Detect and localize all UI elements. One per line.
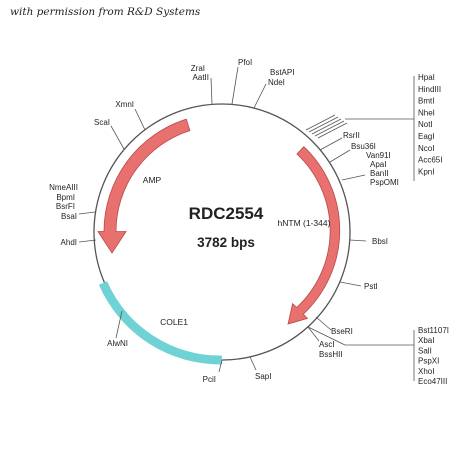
site-label-bseri: BseRI <box>331 327 353 336</box>
site-label-apai: ApaI <box>370 160 386 169</box>
site-label-bsrfi: BsrFI <box>56 202 75 211</box>
tick-bbsi <box>349 239 367 242</box>
site-label-eagi: EagI <box>418 132 434 141</box>
site-label-pcii: PciI <box>203 375 216 384</box>
tick-aatii <box>210 77 213 105</box>
site-label-aatii: AatII <box>193 73 209 82</box>
tick-group-top-5 <box>317 122 348 139</box>
tick-ndei <box>253 83 267 109</box>
tick-group-top-3 <box>311 118 342 135</box>
site-label-bstapi: BstAPI <box>270 68 294 77</box>
feature-label-hntm: hNTM (1-344) <box>278 218 331 228</box>
site-label-bsshii: BssHII <box>319 350 343 359</box>
feature-label-cole1: COLE1 <box>160 317 188 327</box>
site-label-hpai: HpaI <box>418 73 435 82</box>
permission-caption: with permission from R&D Systems <box>10 6 201 18</box>
site-label-bpmi: BpmI <box>56 193 75 202</box>
site-label-pspomi: PspOMI <box>370 178 399 187</box>
site-label-kpni: KpnI <box>418 167 434 176</box>
site-label-banii: BanII <box>370 169 389 178</box>
site-label-eco47iii: Eco47III <box>418 377 447 386</box>
tick-group-top-2 <box>308 116 339 133</box>
site-label-hindiii: HindIII <box>418 85 441 94</box>
site-label-zral: ZraI <box>191 64 205 73</box>
tick-scai <box>110 125 125 150</box>
site-label-ndei: NdeI <box>268 78 285 87</box>
hntm-arrow <box>287 146 341 325</box>
tick-rsrii <box>319 137 343 151</box>
tick-bsshii <box>307 326 320 342</box>
plasmid-name: RDC2554 <box>189 204 264 223</box>
tick-xmni <box>134 108 146 131</box>
cole1-segment <box>98 281 223 365</box>
site-label-ncoi: NcoI <box>418 144 434 153</box>
site-label-scai: ScaI <box>94 118 110 127</box>
site-label-bsu36i: Bsu36I <box>351 142 376 151</box>
tick-psti <box>339 281 362 287</box>
tick-bseri <box>315 316 332 331</box>
site-label-pspxi: PspXI <box>418 357 439 366</box>
tick-group-top-4 <box>314 120 345 137</box>
site-label-nmeaiii: NmeAIII <box>49 183 78 192</box>
tick-group-top-1 <box>305 114 336 131</box>
site-label-bsai: BsaI <box>61 212 77 221</box>
site-ticks <box>78 66 415 381</box>
site-label-acc65i: Acc65I <box>418 156 442 165</box>
site-label-bmti: BmtI <box>418 97 434 106</box>
tick-ahdi <box>78 239 97 243</box>
site-label-rsrii: RsrII <box>343 131 360 140</box>
tick-bsai <box>78 211 96 215</box>
amp-arrow <box>97 118 191 254</box>
tick-pspomi <box>341 174 366 181</box>
tick-bsu36i <box>329 149 351 163</box>
site-label-van91i: Van91I <box>366 151 391 160</box>
site-label-noti: NotI <box>418 120 433 129</box>
tick-sapi <box>249 356 257 371</box>
site-label-ahdi: AhdI <box>61 238 77 247</box>
site-label-xmni: XmnI <box>115 100 134 109</box>
site-label-alwni: AlwNI <box>107 339 128 348</box>
site-label-xbai: XbaI <box>418 336 434 345</box>
tick-group-bottom <box>307 326 346 346</box>
tick-alwni <box>115 310 123 339</box>
feature-label-amp: AMP <box>143 175 162 185</box>
site-label-sapi: SapI <box>255 372 271 381</box>
tick-pcii <box>218 359 223 373</box>
site-label-sali: SalI <box>418 346 432 355</box>
site-label-bbsi: BbsI <box>372 237 388 246</box>
site-label-pfoi: PfoI <box>238 58 252 67</box>
site-label-bst1107i: Bst1107I <box>418 326 449 335</box>
site-label-psti: PstI <box>364 282 378 291</box>
plasmid-size: 3782 bps <box>197 235 255 250</box>
tick-pfoi <box>231 66 239 105</box>
site-group-top: HpaI HindIII BmtI NheI NotI EagI NcoI Acc65I Kpn… <box>418 73 442 176</box>
site-label-xhoi: XhoI <box>418 367 434 376</box>
site-label-nhei: NheI <box>418 108 435 117</box>
site-label-asci: AscI <box>319 340 335 349</box>
